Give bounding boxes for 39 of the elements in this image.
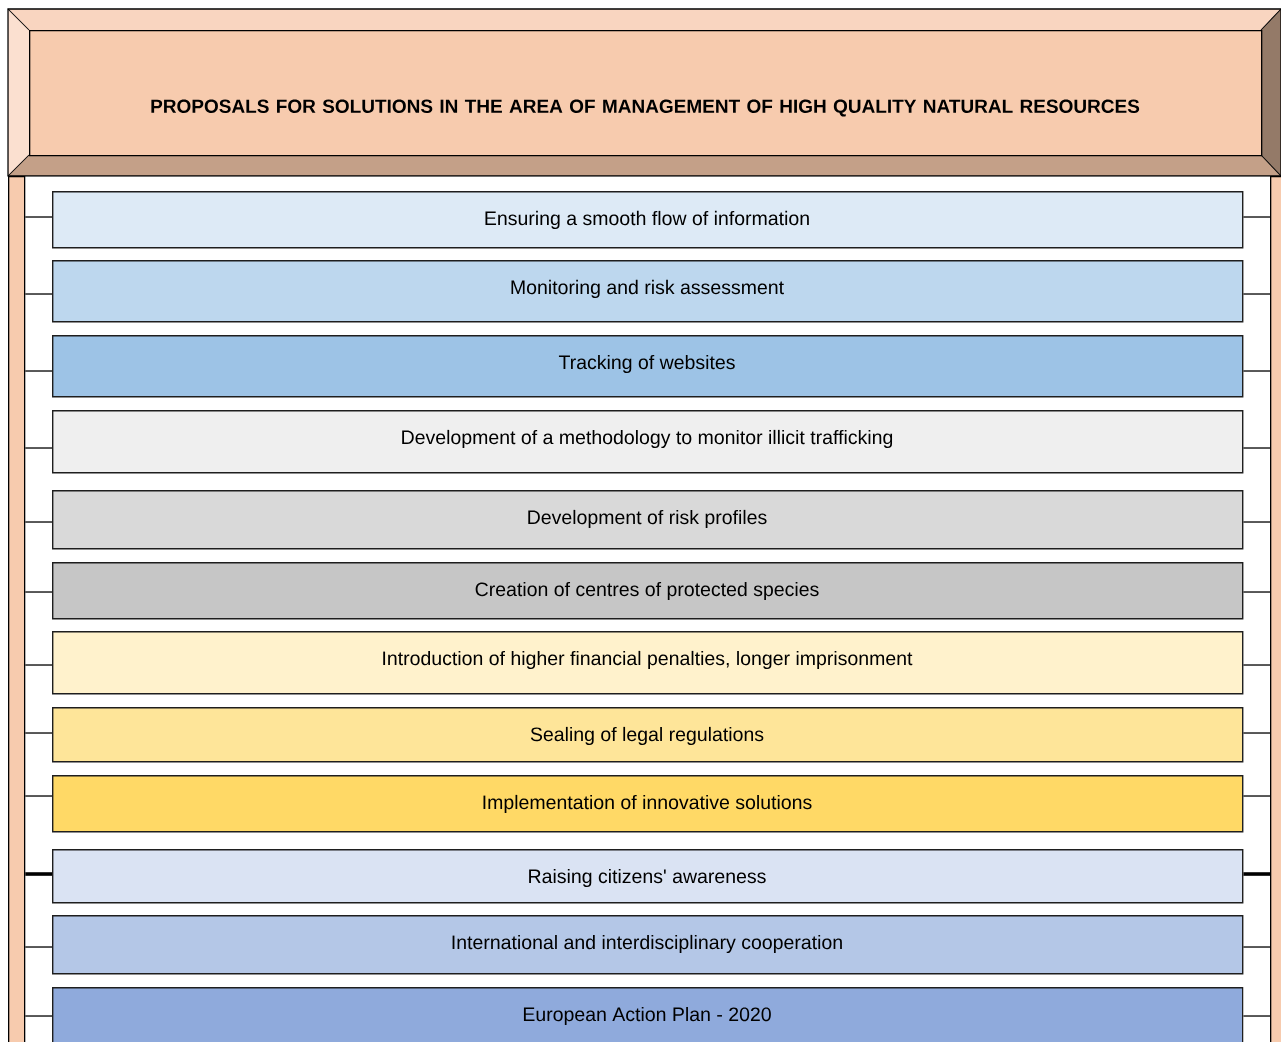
connector-line	[1242, 293, 1271, 295]
side-bar	[8, 176, 26, 1042]
connector-line	[24, 1015, 53, 1017]
connector-line	[24, 591, 53, 593]
item-box: Introduction of higher financial penalties, longer imprisonment	[52, 631, 1244, 695]
item-box: European Action Plan - 2020	[52, 987, 1244, 1042]
connector-line	[1243, 872, 1270, 876]
item-box: International and interdisciplinary cooperation	[52, 915, 1244, 975]
item-box: Development of a methodology to monitor illicit trafficking	[52, 410, 1244, 474]
item-box: Creation of centres of protected species	[52, 562, 1244, 620]
connector-line	[1242, 370, 1271, 372]
connector-line	[1242, 521, 1271, 523]
connector-line	[24, 664, 53, 666]
connector-line	[1242, 664, 1271, 666]
connector-line	[25, 872, 52, 876]
connector-line	[24, 795, 53, 797]
item-box: Development of risk profiles	[52, 490, 1244, 550]
connector-line	[24, 370, 53, 372]
item-box: Sealing of legal regulations	[52, 707, 1244, 763]
connector-line	[1242, 1015, 1271, 1017]
item-box: Ensuring a smooth flow of information	[52, 191, 1244, 249]
connector-line	[1242, 216, 1271, 218]
connector-line	[1242, 732, 1271, 734]
connector-line	[24, 447, 53, 449]
item-box: Implementation of innovative solutions	[52, 775, 1244, 833]
item-box: Raising citizens' awareness	[52, 849, 1244, 904]
connector-line	[1242, 591, 1271, 593]
connector-line	[1242, 946, 1271, 948]
connector-line	[24, 293, 53, 295]
item-box: Monitoring and risk assessment	[52, 260, 1244, 323]
connector-line	[24, 521, 53, 523]
connector-line	[1242, 795, 1271, 797]
side-bar	[1270, 176, 1281, 1042]
item-box: Tracking of websites	[52, 335, 1244, 398]
connector-line	[24, 216, 53, 218]
title-banner: PROPOSALS FOR SOLUTIONS IN THE AREA OF MANAGEMENT OF HIGH QUALITY NATURAL RESOURCES	[7, 8, 1281, 177]
connector-line	[1242, 447, 1271, 449]
connector-line	[24, 946, 53, 948]
connector-line	[24, 732, 53, 734]
